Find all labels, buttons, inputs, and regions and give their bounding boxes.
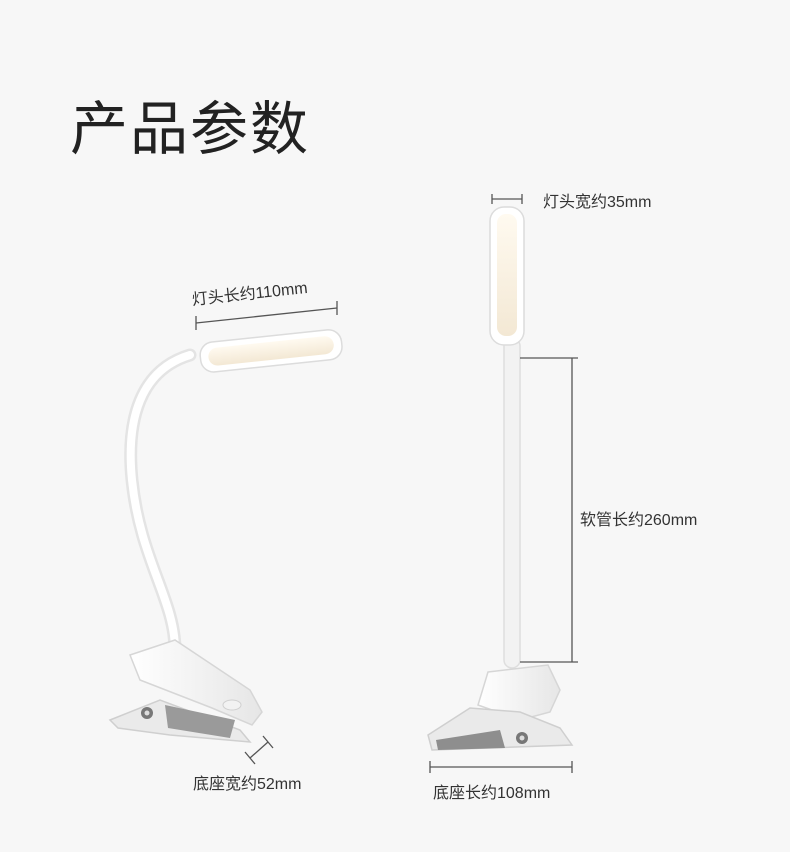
page-title: 产品参数 [70, 97, 311, 162]
right-lamp [427, 206, 574, 751]
base-width-label: 底座宽约52mm [193, 776, 302, 793]
hose-length-label: 软管长约260mm [580, 512, 698, 529]
dimension-lines [195, 194, 578, 773]
base-length-label: 底座长约108mm [433, 785, 551, 802]
left-lamp [108, 329, 343, 743]
head-width-label: 灯头宽约35mm [543, 194, 652, 211]
